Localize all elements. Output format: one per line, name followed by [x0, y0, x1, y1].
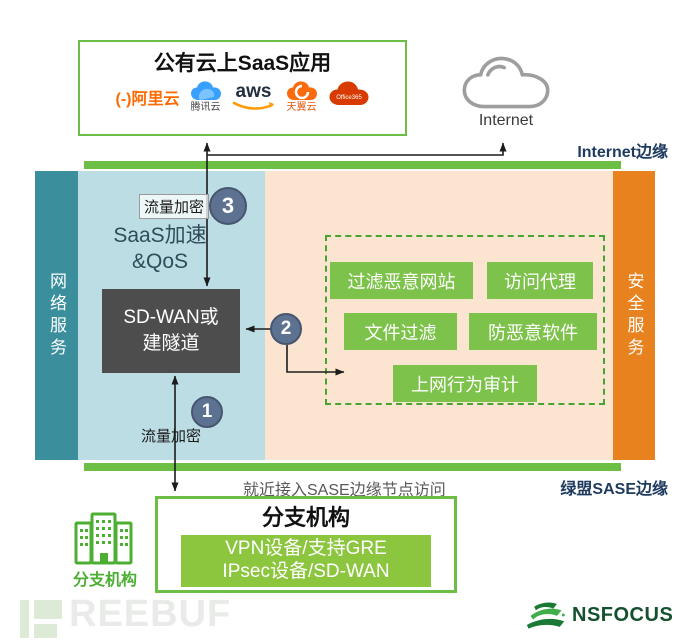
tianyi-cloud-icon [286, 81, 317, 100]
freebuf-watermark-text: REEBUF [69, 593, 232, 635]
branch-icon-label: 分支机构 [72, 572, 137, 589]
sase-edge-label: 绿盟SASE边缘 [560, 481, 668, 498]
branch-office-box: 分支机构 VPN设备/支持GRE IPsec设备/SD-WAN [155, 496, 457, 593]
security-services-label: 安全服务 [624, 271, 644, 360]
fn-access-proxy: 访问代理 [487, 262, 593, 299]
saas-apps-box: 公有云上SaaS应用 (-)阿里云 腾讯云 aws [78, 40, 407, 136]
saas-box-title: 公有云上SaaS应用 [153, 52, 332, 75]
branch-office-title: 分支机构 [261, 505, 350, 530]
step-3-badge: 3 [209, 187, 247, 225]
internet-edge-label: Internet边缘 [577, 144, 668, 161]
traffic-encrypt-label-bottom: 流量加密 [141, 428, 202, 445]
traffic-encrypt-label-top: 流量加密 [139, 194, 210, 219]
fn-file-filter: 文件过滤 [344, 313, 457, 350]
svg-text:Office365: Office365 [336, 95, 362, 101]
nsfocus-logo: NSFOCUS [525, 600, 673, 630]
freebuf-watermark-icon [20, 591, 64, 638]
branch-device-box: VPN设备/支持GRE IPsec设备/SD-WAN [181, 535, 431, 587]
tianyi-cloud-label: 天翼云 [286, 102, 317, 113]
alibaba-cloud-logo: (-)阿里云 [115, 90, 180, 108]
fn-anti-malware: 防恶意软件 [469, 313, 597, 350]
saas-acceleration-label: SaaS加速 &QoS [113, 224, 207, 274]
aws-smile-icon [232, 101, 274, 110]
office365-logo: Office365 [328, 80, 370, 113]
office365-cloud-icon: Office365 [329, 81, 368, 105]
tianyi-cloud-logo: 天翼云 [285, 80, 319, 113]
cloud-logo-row: (-)阿里云 腾讯云 aws 天翼云 [80, 80, 405, 113]
tencent-cloud-label: 腾讯云 [190, 102, 221, 113]
internet-cloud-icon [462, 56, 550, 109]
access-note-label: 就近接入SASE边缘节点访问 [243, 482, 446, 499]
security-services-sidebar: 安全服务 [613, 171, 655, 460]
step-1-badge: 1 [191, 396, 223, 428]
tencent-cloud-icon [190, 81, 221, 100]
bottom-edge-bar [84, 463, 621, 471]
network-services-label: 网络服务 [47, 271, 66, 360]
security-functions-box [325, 235, 605, 405]
nsfocus-bird-icon [526, 602, 565, 629]
fn-web-behavior-audit: 上网行为审计 [393, 365, 537, 402]
step-2-badge: 2 [270, 313, 302, 345]
sdwan-tunnel-box: SD-WAN或 建隧道 [102, 289, 240, 373]
aws-logo: aws [232, 82, 276, 111]
nsfocus-logo-text: NSFOCUS [572, 603, 674, 626]
top-edge-bar [84, 161, 621, 169]
network-services-sidebar: 网络服务 [35, 171, 78, 460]
tencent-cloud-logo: 腾讯云 [189, 80, 223, 113]
fn-filter-malicious-sites: 过滤恶意网站 [330, 262, 473, 299]
internet-label: Internet [478, 112, 534, 129]
freebuf-watermark: REEBUF [20, 591, 231, 638]
branch-building-icon [74, 512, 133, 565]
